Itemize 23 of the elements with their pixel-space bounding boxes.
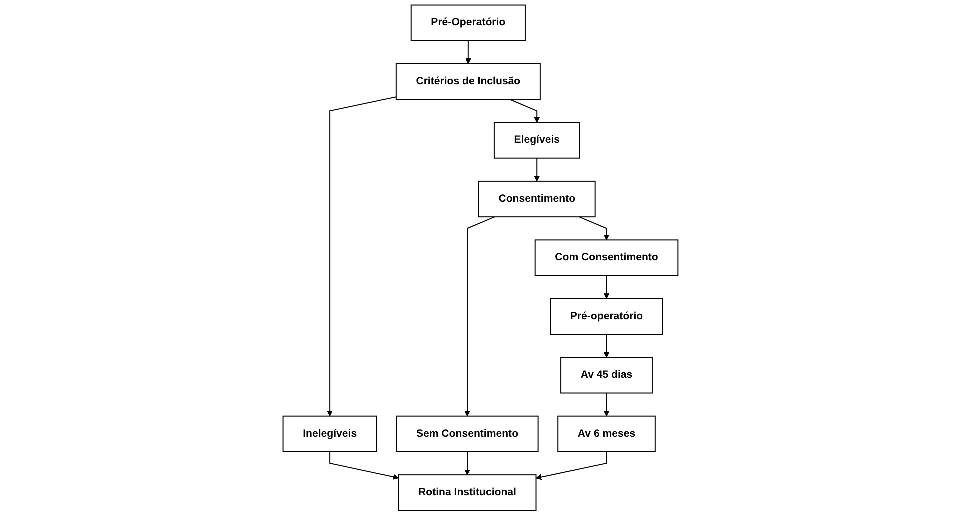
node-box: Inelegíveis	[282, 416, 378, 452]
arrow	[578, 216, 610, 240]
arrow	[604, 392, 610, 417]
arrow	[604, 275, 610, 300]
arrow	[464, 451, 470, 476]
node-box: Com Consentimento	[534, 240, 678, 276]
arrow	[464, 216, 496, 417]
arrow	[534, 158, 540, 182]
node-box: Pré-Operatório	[410, 4, 526, 42]
node-box: Pré-operatório	[550, 298, 664, 336]
node-box: Av 45 dias	[560, 357, 653, 394]
node-box: Rotina Institucional	[398, 474, 537, 512]
arrow	[326, 96, 397, 417]
node-box: Elegíveis	[494, 122, 580, 159]
node-box: Consentimento	[478, 180, 596, 218]
arrow	[465, 40, 472, 64]
node-box: Sem Consentimento	[396, 416, 539, 452]
arrow	[509, 99, 540, 123]
node-box: Av 6 meses	[557, 416, 656, 452]
node-box: Critérios de Inclusão	[396, 64, 541, 100]
arrow	[604, 334, 610, 358]
arrow	[536, 451, 608, 480]
arrow	[329, 451, 399, 480]
